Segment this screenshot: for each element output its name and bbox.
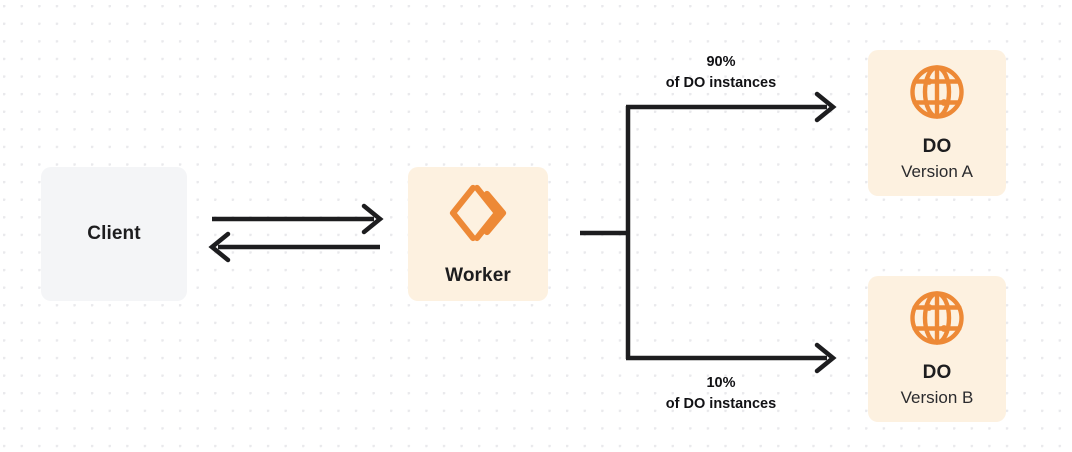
node-do-version-a[interactable]: DO Version A: [868, 50, 1006, 196]
edge-label-do-b-percent: 10%: [706, 375, 736, 391]
edge-worker-to-client: [208, 231, 380, 263]
node-client[interactable]: Client: [41, 167, 187, 301]
globe-icon: [908, 289, 966, 352]
edge-worker-to-do-a: [626, 91, 837, 123]
node-do-a-label: DO: [922, 136, 952, 158]
node-worker[interactable]: Worker: [408, 167, 548, 301]
globe-icon: [908, 63, 966, 126]
cloudflare-workers-icon: [446, 182, 510, 249]
node-worker-label: Worker: [445, 264, 511, 286]
edge-label-do-a-caption: of DO instances: [665, 75, 777, 92]
edge-label-do-a: 90% of DO instances: [636, 52, 806, 94]
edge-label-do-a-percent: 90%: [706, 54, 736, 70]
node-do-b-sublabel: Version B: [900, 388, 974, 408]
edge-worker-to-do-b: [626, 342, 837, 374]
node-do-b-label: DO: [922, 362, 952, 384]
node-client-label: Client: [87, 223, 141, 244]
node-do-version-b[interactable]: DO Version B: [868, 276, 1006, 422]
edge-worker-split-bus: [580, 106, 631, 359]
edge-label-do-b-caption: of DO instances: [665, 396, 777, 413]
edge-label-do-b: 10% of DO instances: [636, 373, 806, 415]
node-do-a-sublabel: Version A: [901, 162, 973, 182]
edge-client-to-worker: [212, 203, 384, 235]
